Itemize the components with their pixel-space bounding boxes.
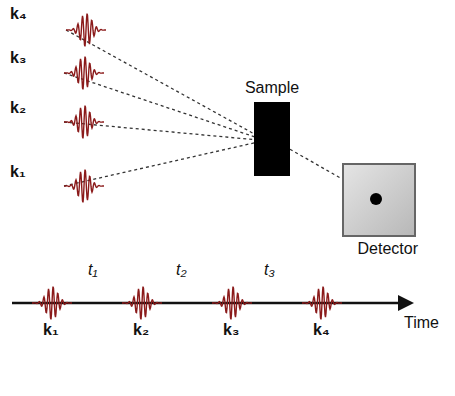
detector-dot [370,193,382,205]
beam-label: k₃ [10,50,26,66]
beam-line [64,73,258,138]
delay-label: t₁ [88,262,98,278]
pulse-label: k₁ [43,322,59,338]
laser-pulse [212,287,252,320]
node-label: Sample [245,80,299,96]
beam-label: k₁ [10,164,26,180]
laser-pulse [64,170,104,203]
detector-box: Detector [342,163,416,237]
sample-block: Sample [254,102,290,176]
arrow-head [398,295,414,311]
laser-pulse [64,57,104,90]
laser-pulse [122,287,162,320]
laser-pulse [302,287,342,320]
pulse-label: k₃ [223,322,239,338]
delay-label: t₃ [264,262,275,278]
delay-label: t₂ [176,262,187,278]
beam-label: k₂ [10,100,26,116]
laser-pulse [66,14,106,47]
node-label: Detector [358,241,418,257]
pulse-label: k₂ [133,322,149,338]
beam-line [64,142,258,186]
beam-label: k₄ [10,6,27,22]
laser-pulse [32,287,72,320]
laser-pulse [64,106,104,139]
pulse-label: k₄ [313,322,330,338]
axis-label: Time [404,315,439,331]
signal-line [290,149,342,179]
